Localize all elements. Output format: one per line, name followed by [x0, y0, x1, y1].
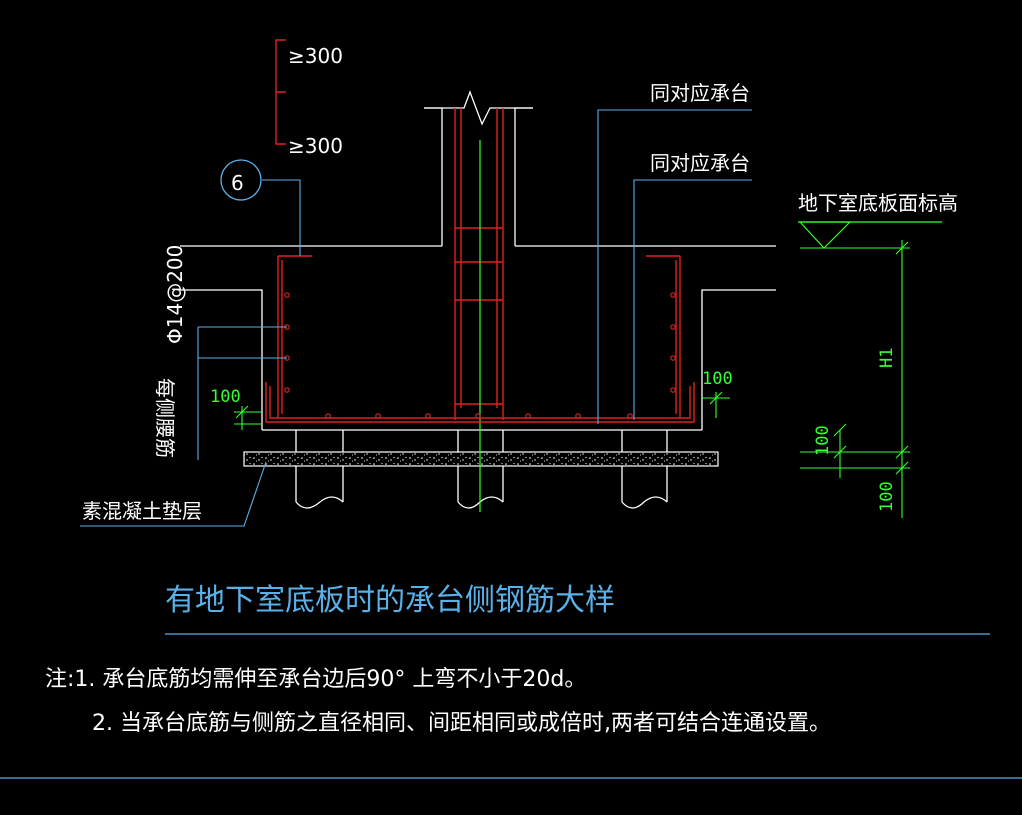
elevation-triangle — [798, 221, 852, 249]
note-1: 注:1. 承台底筋均需伸至承台边后90° 上弯不小于20d。 — [45, 667, 586, 692]
column-break-line — [424, 90, 533, 126]
rebar-mark-circle — [220, 159, 262, 201]
spacing-top-label: ≥300 — [288, 44, 343, 68]
slab-elevation-label: 地下室底板面标高 — [798, 191, 958, 215]
left-side-bar — [277, 255, 312, 418]
drawing-title: 有地下室底板时的承台侧钢筋大样 — [165, 583, 615, 618]
h1-label: H1 — [877, 348, 897, 368]
right-cover-100: 100 — [702, 369, 733, 389]
cap-label-1: 同对应承台 — [650, 81, 750, 105]
cover-dimensions — [234, 391, 730, 430]
bottom-bar — [265, 382, 695, 423]
rebar-mark-number: 6 — [231, 171, 244, 195]
spacing-bottom-label: ≥300 — [288, 134, 343, 158]
cap-outline-right — [701, 289, 776, 430]
piles — [295, 430, 668, 509]
note-2: 2. 当承台底筋与侧筋之直径相同、间距相同或成倍时,两者可结合连通设置。 — [92, 711, 831, 736]
cap-rebar — [265, 255, 695, 423]
concrete-cushion — [243, 451, 719, 467]
side-dim-100-a: 100 — [813, 425, 833, 456]
column-right-edge — [514, 107, 533, 246]
right-dimensions — [800, 240, 910, 518]
leader-lines — [80, 109, 752, 527]
cap-label-2-leader — [633, 179, 752, 420]
pile-right — [621, 430, 668, 509]
side-dim-100-b: 100 — [877, 481, 897, 512]
column-left-edge — [424, 107, 443, 246]
cap-label-1-leader — [597, 109, 752, 424]
side-bar-desc: 每侧腰筋 — [153, 378, 177, 458]
side-bar-spec: Φ14@200 — [163, 245, 187, 344]
spacing-marker — [275, 39, 286, 145]
column-rebar — [454, 108, 504, 420]
pile-left — [295, 430, 344, 509]
rebar-mark-leader — [262, 179, 301, 256]
left-cover-100: 100 — [210, 387, 241, 407]
cap-label-2: 同对应承台 — [650, 151, 750, 175]
cushion-leader — [80, 461, 267, 527]
cushion-label: 素混凝土垫层 — [82, 499, 202, 523]
structure-outline — [180, 90, 776, 431]
cap-outline-left — [180, 289, 263, 430]
right-side-bar — [646, 255, 681, 418]
